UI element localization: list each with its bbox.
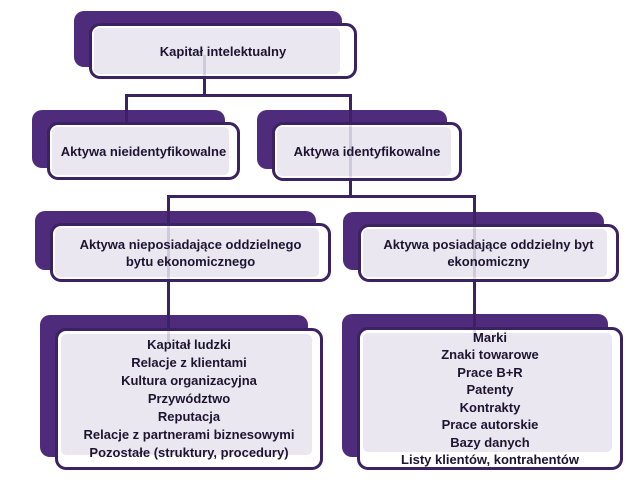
connector-line-faint [349, 124, 352, 179]
list-item: Kapitał ludzki [147, 337, 231, 352]
connector-line [349, 94, 352, 124]
node-fill [363, 229, 607, 277]
list-item: Relacje z partnerami biznesowymi [83, 427, 295, 442]
node-fill [277, 127, 451, 176]
node-fill [52, 127, 229, 175]
list-item: Kultura organizacyjna [121, 373, 257, 388]
list-item: Pozostałe (struktury, procedury) [89, 445, 289, 460]
connector-line-faint [203, 55, 206, 77]
node-assets-with-separate-economic-existence: Aktywa posiadające oddzielny byt ekonomi… [358, 224, 619, 282]
connector-line-faint [167, 225, 170, 280]
node-label: Aktywa nieposiadające oddzielnego bytu e… [79, 236, 302, 269]
connector-line [125, 94, 352, 97]
node-label: Aktywa posiadające oddzielny byt ekonomi… [383, 237, 594, 269]
list-item: Reputacja [157, 409, 221, 424]
connector-line [167, 195, 476, 198]
node-unidentifiable-assets: Aktywa nieidentyfikowalne [47, 122, 240, 180]
node-fill [55, 228, 319, 277]
connector-line [473, 280, 476, 329]
connector-line [167, 280, 170, 330]
list-item: Marki [473, 329, 507, 345]
list-item: Prace B+R [457, 364, 523, 380]
list-item: Kontrakty [459, 399, 521, 415]
node-fill [363, 333, 612, 452]
node-label: Kapitał intelektualny [159, 43, 287, 59]
node-label: Aktywa identyfikowalne [293, 144, 441, 159]
list-item: Przywództwo [147, 391, 231, 406]
list-item: Listy klientów, kontrahentów [401, 452, 579, 467]
connector-line [125, 94, 128, 124]
node-fill [61, 334, 312, 455]
list-item: Bazy danych [450, 434, 530, 450]
list-item: Znaki towarowe [441, 347, 539, 362]
connector-line [473, 195, 476, 226]
node-root: Kapitał intelektualny [89, 23, 357, 79]
connector-line-faint [473, 329, 476, 341]
list-item: Prace autorskie [441, 417, 539, 432]
list-item: Patenty [466, 382, 514, 397]
node-assets-without-separate-economic-existence: Aktywa nieposiadające oddzielnego bytu e… [50, 223, 331, 282]
connector-line [167, 195, 170, 225]
list-item: Relacje z klientami [131, 355, 247, 370]
connector-line-faint [473, 226, 476, 280]
node-identifiable-assets: Aktywa identyfikowalne [272, 122, 462, 181]
connector-line [349, 179, 352, 198]
connector-line [203, 77, 206, 97]
node-label: Aktywa nieidentyfikowalne [60, 143, 227, 159]
connector-line-faint [167, 330, 170, 342]
node-fill [94, 28, 340, 74]
